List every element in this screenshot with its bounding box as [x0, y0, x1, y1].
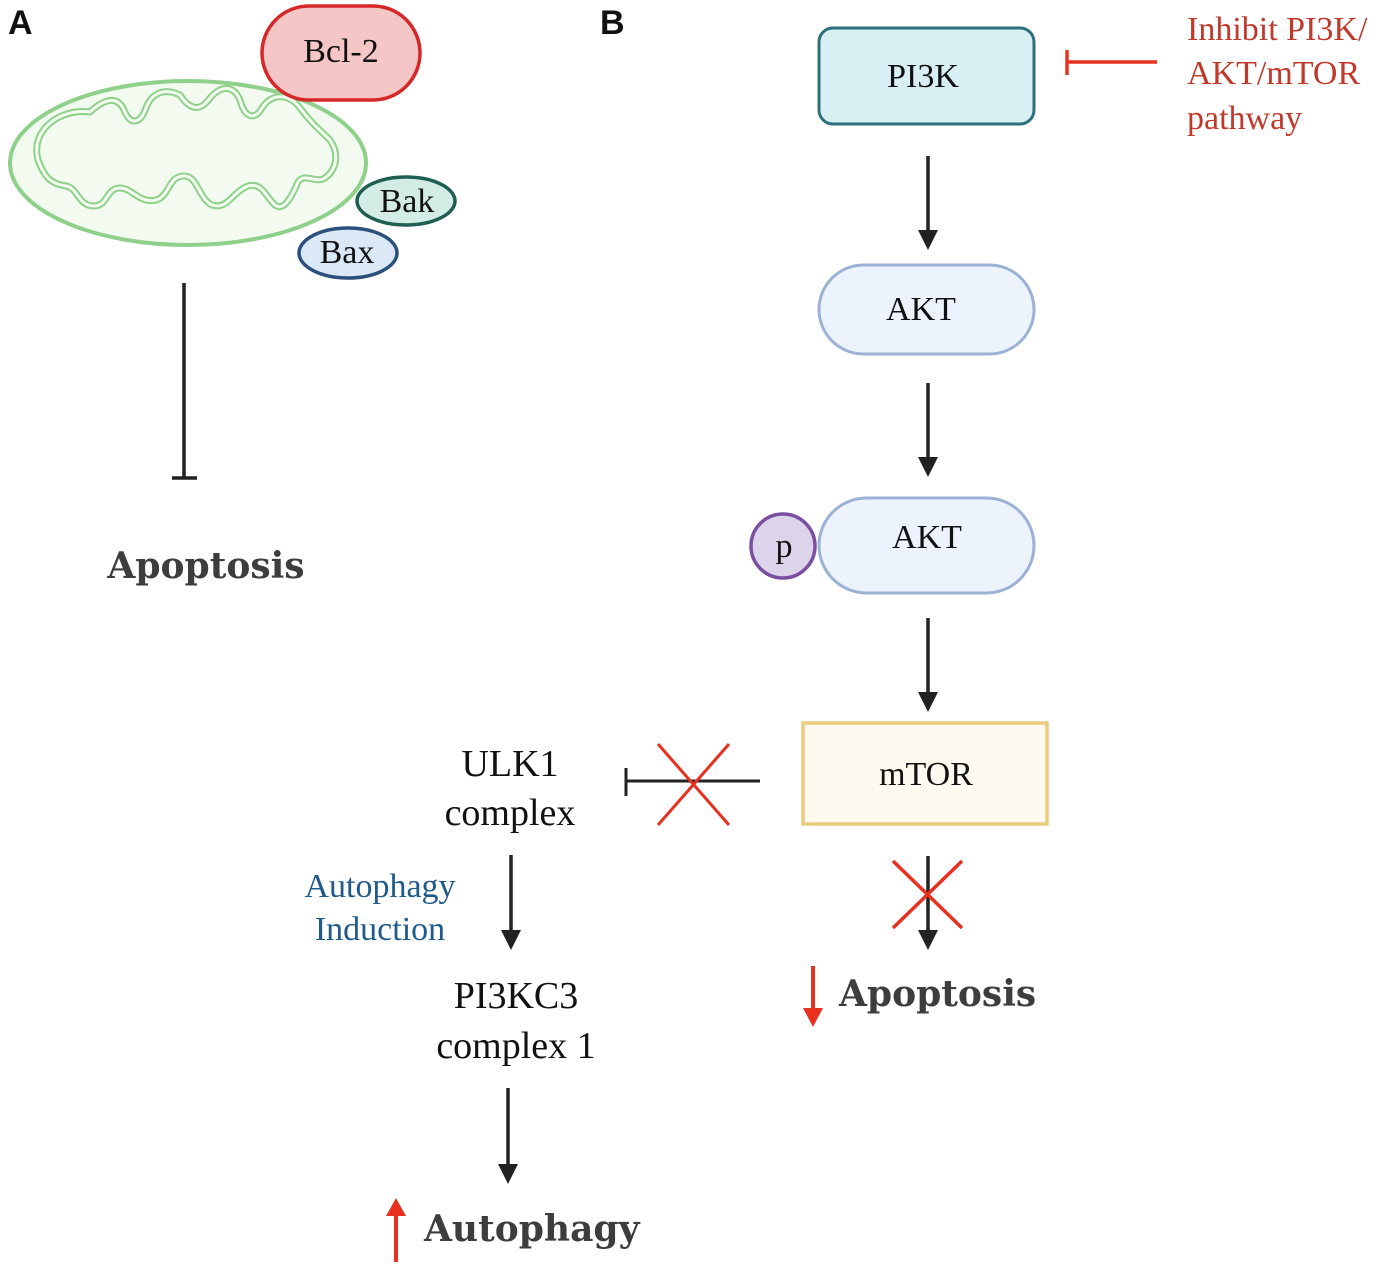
bcl2-label: Bcl-2: [303, 33, 379, 70]
arrow-pi3k-to-akt: [918, 156, 938, 250]
ulk1-label-line1: ULK1: [461, 743, 558, 785]
inhibition-arrow-a: [172, 283, 197, 480]
phospho-akt-label: AKT: [892, 519, 962, 556]
autophagy-outcome-label: Autophagy: [423, 1208, 641, 1250]
bak-label: Bak: [380, 183, 435, 220]
bcl2-node: Bcl-2: [260, 4, 422, 102]
inhibitor-label-line1: Inhibit PI3K/: [1187, 11, 1368, 48]
mtor-label: mTOR: [879, 756, 973, 793]
arrow-akt-to-pakt: [918, 383, 938, 477]
down-arrow-icon: [803, 966, 823, 1027]
blocked-inhibition-mtor-ulk1: [624, 768, 760, 796]
mitochondrion-icon: [8, 79, 368, 247]
pi3k-node: PI3K: [817, 26, 1036, 126]
apoptosis-outcome-label-b: Apoptosis: [838, 973, 1036, 1015]
phosphate-badge: p: [749, 512, 817, 580]
phosphate-label: p: [776, 528, 793, 565]
arrow-pi3kc3-to-autophagy: [498, 1088, 518, 1184]
akt-node: AKT: [817, 263, 1036, 356]
cross-icon-apoptosis: [891, 859, 964, 930]
arrow-pakt-to-mtor: [918, 618, 938, 712]
pi3kc3-label-line1: PI3KC3: [454, 975, 579, 1017]
cross-icon: [656, 743, 731, 826]
inhibitor-label-line3: pathway: [1187, 100, 1302, 137]
bak-node: Bak: [355, 175, 457, 227]
arrow-ulk1-to-pi3kc3: [501, 855, 521, 950]
panel-a-label: A: [8, 4, 33, 42]
akt-label: AKT: [886, 291, 956, 328]
pi3k-label: PI3K: [887, 58, 959, 95]
pi3kc3-label-line2: complex 1: [436, 1025, 595, 1067]
bax-label: Bax: [320, 234, 375, 271]
inhibitor-arrow: [1065, 50, 1157, 75]
autophagy-induction-line2: Induction: [315, 911, 445, 948]
ulk1-label-line2: complex: [445, 792, 576, 834]
autophagy-induction-line1: Autophagy: [304, 868, 455, 905]
apoptosis-label-a: Apoptosis: [106, 545, 304, 587]
inhibitor-label-line2: AKT/mTOR: [1187, 55, 1360, 92]
phospho-akt-node: AKT: [817, 496, 1036, 595]
up-arrow-icon: [386, 1198, 406, 1262]
bax-node: Bax: [297, 226, 399, 280]
panel-b-label: B: [600, 4, 625, 42]
mtor-node: mTOR: [801, 721, 1049, 826]
